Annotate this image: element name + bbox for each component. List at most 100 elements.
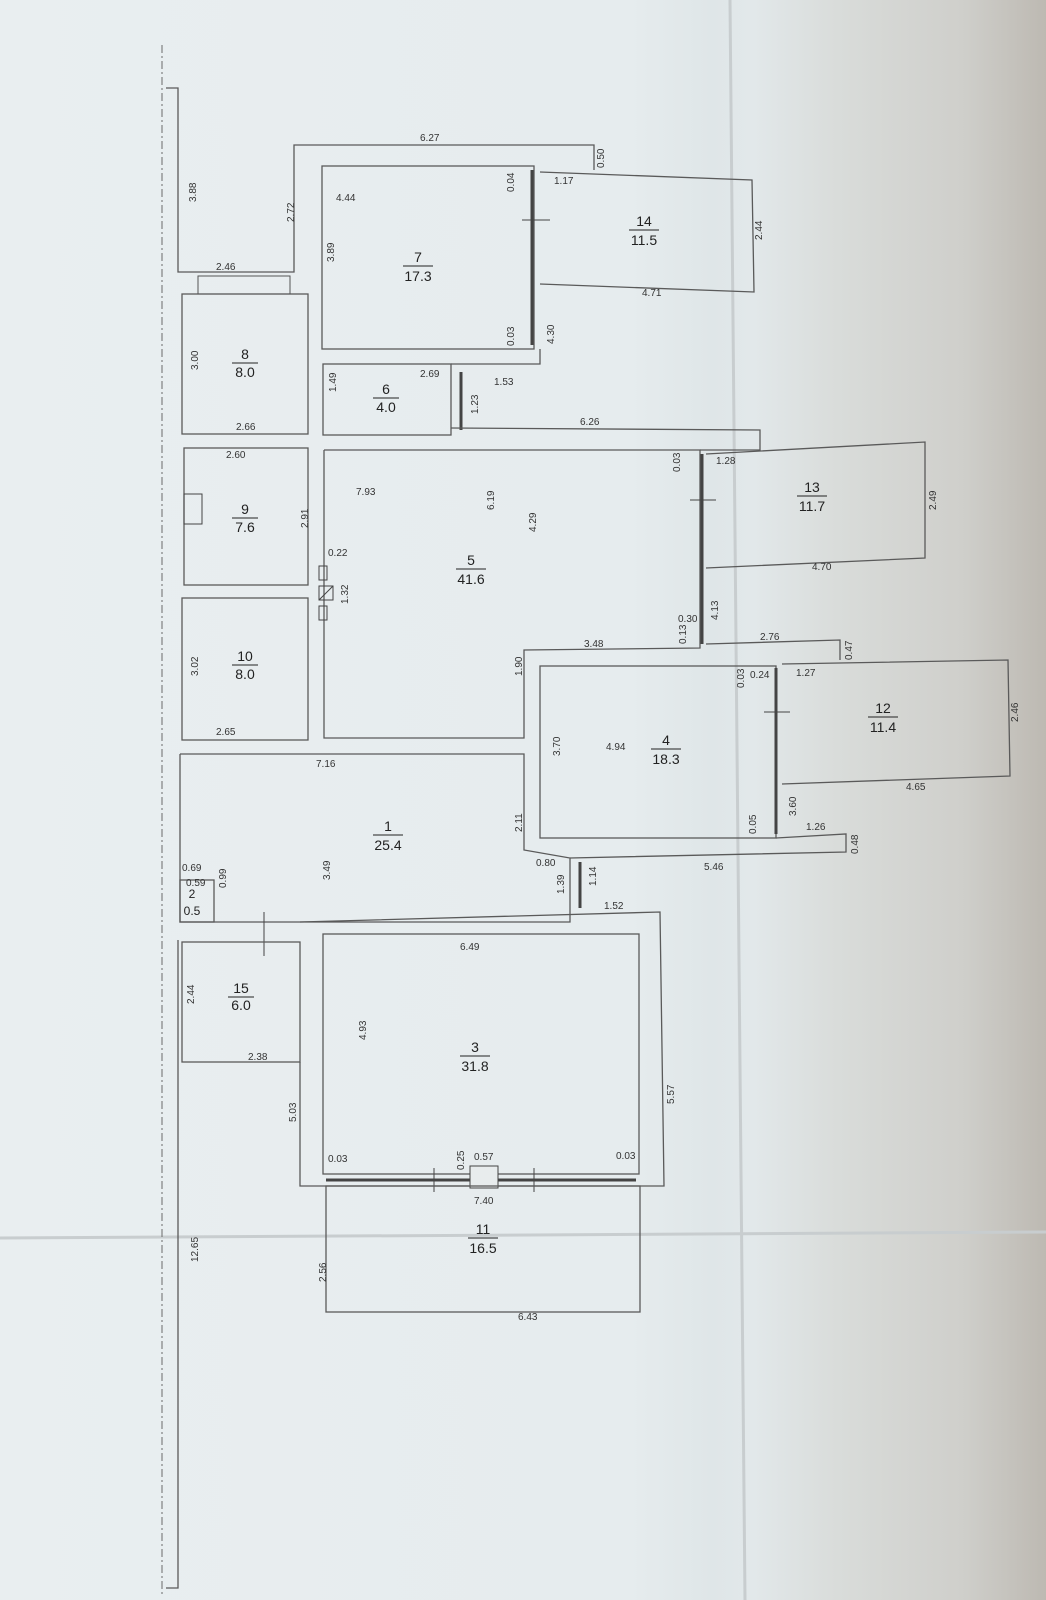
dim-r2-inner: 0.59: [186, 878, 206, 889]
dim-r12-bottom-gap: 0.48: [850, 834, 861, 854]
dim-r12-width-top: 1.27: [796, 668, 816, 679]
wall-corridor-top: [450, 427, 761, 451]
dim-r2-width: 0.69: [182, 863, 202, 874]
dim-r4-height: 3.70: [552, 736, 563, 756]
room-7: [321, 165, 535, 350]
room-10: [181, 597, 309, 741]
dim-r5-height-a: 6.19: [486, 490, 497, 510]
dim-r13-height: 2.49: [928, 490, 939, 510]
dimension-labels: 6.27 0.50 3.88 2.72 2.46 4.44 0.04 1.17 …: [182, 133, 1021, 1323]
dim-r7-height: 3.89: [326, 242, 337, 262]
vent-3: [318, 605, 328, 621]
room-15-number: 15: [233, 980, 249, 996]
dim-top-offset: 0.50: [596, 148, 607, 168]
dim-r3-height: 4.93: [358, 1020, 369, 1040]
room-11-number: 11: [476, 1221, 491, 1237]
wall-room6-right: [451, 349, 541, 365]
dim-r7-width: 4.44: [336, 193, 356, 204]
dim-r11-width: 6.43: [518, 1312, 538, 1323]
boiler-icon: [183, 493, 203, 525]
dim-corridor-width: 1.53: [494, 377, 514, 388]
dim-r12-top-gap: 0.47: [844, 640, 855, 660]
dim-left-long: 12.65: [190, 1237, 201, 1262]
dim-r10-width: 2.65: [216, 727, 236, 738]
dim-r7-right-height: 4.30: [546, 324, 557, 344]
dim-stair-width: 2.46: [216, 262, 236, 273]
room-11-area: 16.5: [469, 1240, 496, 1256]
room-13: [705, 441, 926, 569]
dim-r1-height: 3.49: [322, 860, 333, 880]
dim-r9-height: 2.91: [300, 508, 311, 528]
dim-r1-notch: 2.11: [514, 813, 525, 832]
dim-r14-width-top: 1.17: [554, 176, 574, 187]
dim-r5-width: 7.93: [356, 487, 376, 498]
room-6-number: 6: [382, 381, 390, 397]
dim-r14-height: 2.44: [754, 220, 765, 240]
room-5-number: 5: [467, 552, 475, 568]
paper-fold-horizontal: [0, 1230, 1046, 1240]
dim-r13-width-top: 1.28: [716, 456, 736, 467]
room-4-area: 18.3: [652, 751, 679, 767]
room-1-number: 1: [384, 818, 392, 834]
dim-r1-window-gap: 1.39: [556, 874, 567, 894]
wall-room4-bottom: [569, 833, 847, 859]
dim-r10-height: 3.02: [190, 656, 201, 676]
window-room8: [197, 275, 291, 295]
dim-r5-wall-gap: 0.30: [678, 614, 698, 625]
column: [469, 1165, 499, 1189]
dim-r4-width: 4.94: [606, 742, 626, 753]
room-6-area: 4.0: [376, 399, 396, 415]
room-3-area: 31.8: [461, 1058, 488, 1074]
dim-r7-bottom-gap: 0.03: [506, 326, 517, 346]
room-11: [325, 1185, 641, 1313]
dim-r15-height: 2.44: [186, 984, 197, 1004]
room-8-area: 8.0: [235, 364, 255, 380]
room-8-number: 8: [241, 346, 249, 362]
dim-r3-outer-height: 5.03: [288, 1102, 299, 1122]
room-7-area: 17.3: [404, 268, 431, 284]
dim-r12-bottom-width: 1.26: [806, 822, 826, 833]
dim-vent-height: 1.32: [340, 584, 351, 604]
dim-r8-width: 2.66: [236, 422, 256, 433]
room-2-area: 0.5: [184, 904, 201, 918]
room-1-area: 25.4: [374, 837, 401, 853]
room-14-number: 14: [636, 213, 652, 229]
dim-r1-step: 0.80: [536, 858, 556, 869]
dim-r2-height: 0.99: [218, 868, 229, 888]
dim-r4-top-gap: 0.03: [736, 668, 747, 688]
dim-window-r6: 1.23: [470, 394, 481, 414]
dim-r4-window-height: 3.60: [788, 796, 799, 816]
dim-column-depth: 0.25: [456, 1150, 467, 1170]
room-12-number: 12: [875, 700, 891, 716]
dim-r15-width: 2.38: [248, 1052, 268, 1063]
dim-r3-right-gap: 0.03: [616, 1151, 636, 1162]
room-12-area: 11.4: [870, 719, 896, 735]
room-2-number: 2: [189, 887, 196, 901]
room-3: [322, 933, 640, 1175]
dim-r1-window-height: 1.14: [588, 866, 599, 886]
room-10-area: 8.0: [235, 666, 255, 682]
dim-r13-width: 4.70: [812, 562, 832, 573]
room-7-number: 7: [414, 249, 422, 265]
outer-wall-room3: [299, 911, 665, 1187]
room-14: [539, 171, 755, 293]
dim-stair-height: 2.72: [286, 202, 297, 222]
dim-r14-width: 4.71: [642, 288, 662, 299]
dim-r11-height: 2.56: [318, 1262, 329, 1282]
dim-vent-offset: 0.22: [328, 548, 348, 559]
room-3-number: 3: [471, 1039, 479, 1055]
dim-r6-width: 2.69: [420, 369, 440, 380]
room-2: [179, 879, 215, 923]
dim-top-width: 6.27: [420, 133, 440, 144]
room-9-area: 7.6: [235, 519, 255, 535]
dim-r5-height-b: 4.29: [528, 512, 539, 532]
room-14-area: 11.5: [631, 232, 657, 248]
room-10-number: 10: [237, 648, 253, 664]
room-4-number: 4: [662, 732, 670, 748]
dim-left-top: 3.88: [188, 182, 199, 202]
dim-r5-step: 3.48: [584, 639, 604, 650]
room-5: [323, 449, 701, 739]
dim-r12-height: 2.46: [1010, 702, 1021, 722]
